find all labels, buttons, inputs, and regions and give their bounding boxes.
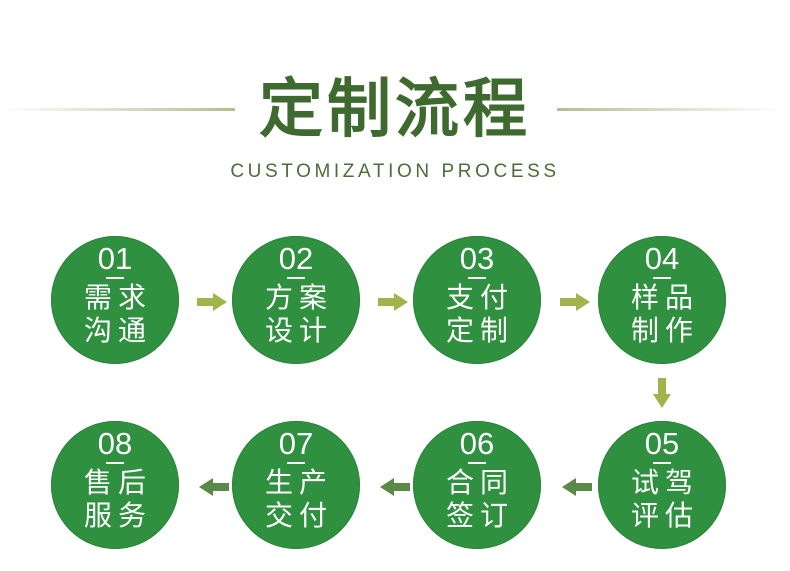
step-number: 07 <box>278 426 314 461</box>
arrow-right-icon <box>560 293 590 311</box>
arrow-left-icon <box>562 478 592 496</box>
arrow-right-icon <box>378 293 408 311</box>
arrow-down-icon <box>653 378 671 408</box>
arrow-right-icon <box>197 293 227 311</box>
step-label-line1: 需求 <box>83 281 152 314</box>
step-divider <box>106 277 124 279</box>
step-label-line1: 售后 <box>83 466 152 499</box>
step-label-line1: 试驾 <box>630 466 699 499</box>
step-label-line1: 支付 <box>445 281 514 314</box>
step-number: 03 <box>459 241 495 276</box>
step-04-circle: 04 样品 制作 <box>598 236 726 364</box>
step-label-line1: 合同 <box>445 466 514 499</box>
step-divider <box>106 462 124 464</box>
step-02-circle: 02 方案 设计 <box>232 236 360 364</box>
step-divider <box>287 277 305 279</box>
step-label-line2: 服务 <box>83 499 152 532</box>
step-01-circle: 01 需求 沟通 <box>51 236 179 364</box>
step-label-line1: 样品 <box>630 281 699 314</box>
step-label-line2: 评估 <box>630 499 699 532</box>
arrow-left-icon <box>199 478 229 496</box>
step-number: 08 <box>97 426 133 461</box>
page-title: 定制流程 <box>259 73 531 147</box>
step-label-line1: 生产 <box>264 466 333 499</box>
step-08-circle: 08 售后 服务 <box>51 421 179 549</box>
step-divider <box>287 462 305 464</box>
step-divider <box>653 462 671 464</box>
step-label-line2: 交付 <box>264 499 333 532</box>
step-number: 06 <box>459 426 495 461</box>
title-section: 定制流程 <box>0 70 790 150</box>
step-label-line2: 设计 <box>264 314 333 347</box>
step-label-line2: 定制 <box>445 314 514 347</box>
step-number: 04 <box>644 241 680 276</box>
title-divider-left <box>0 108 235 111</box>
step-06-circle: 06 合同 签订 <box>413 421 541 549</box>
step-label-line2: 沟通 <box>83 314 152 347</box>
step-number: 05 <box>644 426 680 461</box>
step-07-circle: 07 生产 交付 <box>232 421 360 549</box>
step-label-line2: 制作 <box>630 314 699 347</box>
step-label-line1: 方案 <box>264 281 333 314</box>
step-label-line2: 签订 <box>445 499 514 532</box>
step-number: 02 <box>278 241 314 276</box>
step-divider <box>653 277 671 279</box>
title-divider-right <box>557 108 782 111</box>
page-subtitle: CUSTOMIZATION PROCESS <box>230 161 560 182</box>
step-number: 01 <box>97 241 133 276</box>
step-03-circle: 03 支付 定制 <box>413 236 541 364</box>
step-divider <box>468 277 486 279</box>
arrow-left-icon <box>380 478 410 496</box>
step-05-circle: 05 试驾 评估 <box>598 421 726 549</box>
step-divider <box>468 462 486 464</box>
